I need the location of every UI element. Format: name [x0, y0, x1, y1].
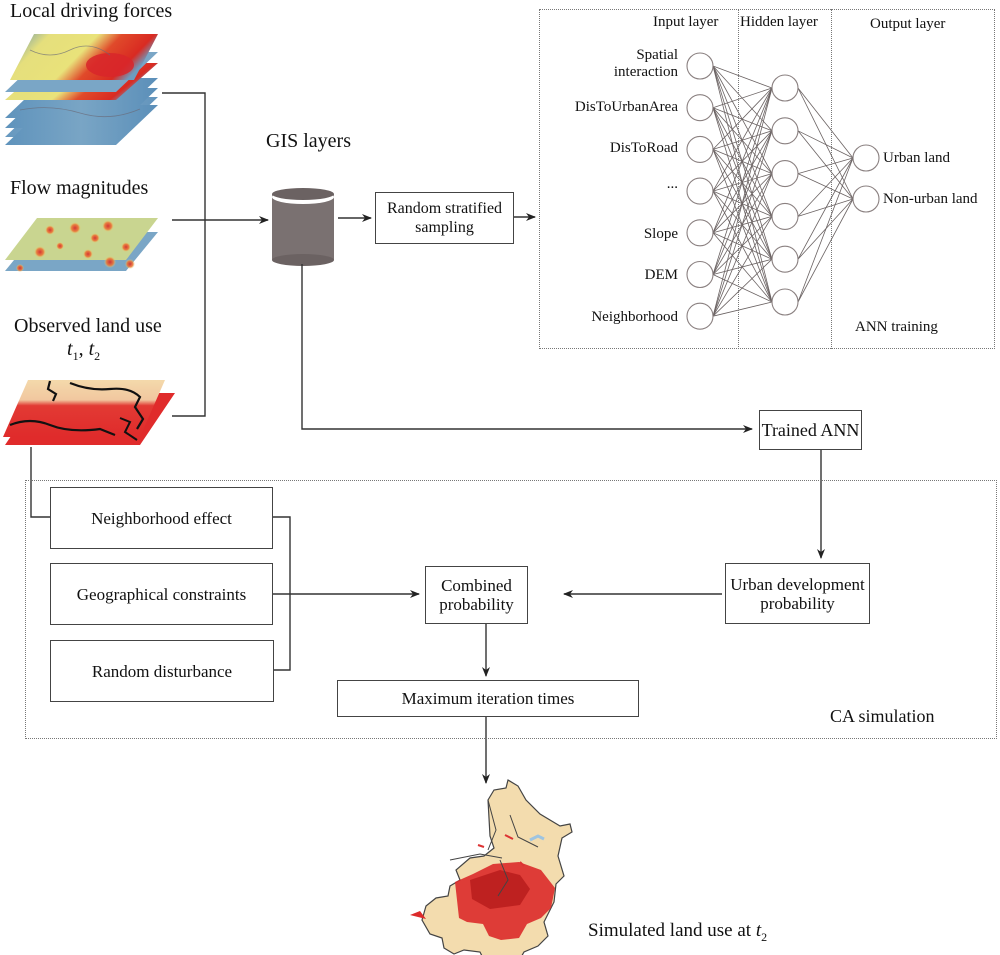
ann-connection [712, 87, 773, 150]
input-layer-label: Input layer [653, 14, 719, 30]
hidden-node [771, 74, 799, 102]
ca-simulation-panel [25, 480, 997, 739]
hidden-node [771, 288, 799, 316]
caption-var: t [755, 920, 762, 941]
ann-connection [797, 198, 854, 303]
urban-development-probability-box: Urban development probability [725, 563, 870, 624]
input-node [686, 260, 714, 289]
ann-connection [712, 65, 773, 89]
combined-probability-box: Combined probability [425, 566, 528, 624]
combined-line-2: probability [439, 595, 514, 614]
ann-training-panel [539, 9, 995, 349]
input-dem: DEM [644, 267, 678, 283]
ann-connection [712, 87, 773, 192]
gis-layers-label: GIS layers [266, 130, 351, 152]
input-slope: Slope [643, 226, 678, 242]
simulated-land-use-map [410, 779, 573, 955]
ann-connection [712, 87, 773, 233]
urban-dev-line-1: Urban development [730, 574, 865, 594]
input-node [686, 135, 714, 163]
t-sub: 1 [72, 349, 79, 363]
random-stratified-sampling-box: Random stratified sampling [375, 192, 514, 244]
output-urban-land: Urban land [883, 150, 951, 166]
input-node [686, 52, 714, 80]
observed-land-use-label: Observed land use [14, 315, 162, 337]
ann-connection [712, 87, 773, 109]
observed-land-use-layers [3, 380, 175, 445]
input-node [686, 177, 714, 205]
t-sub: 2 [94, 349, 101, 363]
trained-ann-box: Trained ANN [759, 410, 862, 450]
geographical-constraints-box: Geographical constraints [50, 563, 273, 625]
hidden-node [771, 202, 799, 230]
ann-connection [712, 149, 773, 217]
input-node [686, 302, 714, 330]
ca-simulation-caption: CA simulation [830, 706, 935, 726]
layer-divider [831, 9, 832, 349]
hidden-node [771, 160, 799, 188]
input-neighborhood: Neighborhood [591, 309, 678, 325]
input-dis-to-urban-area: DisToUrbanArea [574, 99, 678, 115]
t-var: t [67, 338, 73, 360]
local-driving-forces-layers [5, 34, 158, 145]
ann-edges [712, 65, 854, 317]
t-sep: , [78, 338, 89, 360]
connectors [30, 92, 825, 784]
ann-connection [712, 190, 773, 260]
output-non-urban-land: Non-urban land [883, 191, 978, 207]
random-disturbance-box: Random disturbance [50, 640, 274, 702]
hidden-node [771, 117, 799, 145]
ann-connection [797, 87, 854, 200]
ann-connection [712, 149, 773, 260]
ann-connection [797, 157, 854, 174]
ann-connection [797, 130, 854, 159]
ann-connection [797, 130, 854, 200]
observed-times-label: t1, t2 [67, 338, 100, 367]
neighborhood-effect-box: Neighborhood effect [50, 487, 273, 549]
hidden-node [771, 245, 799, 273]
urban-dev-line-2: probability [760, 593, 835, 613]
maximum-iteration-times-box: Maximum iteration times [337, 680, 639, 717]
caption-sub: 2 [761, 929, 768, 944]
gis-database-icon [272, 188, 334, 266]
ann-connection [712, 130, 773, 317]
ann-connection [712, 216, 773, 317]
ann-connection [797, 157, 854, 260]
hidden-layer-label: Hidden layer [740, 14, 818, 30]
ann-connection [797, 87, 854, 159]
input-node [686, 219, 714, 247]
ann-connection [712, 173, 773, 317]
t-var: t [88, 338, 95, 360]
local-driving-forces-label: Local driving forces [10, 0, 173, 22]
input-dis-to-road: DisToRoad [609, 140, 678, 156]
ann-connection [797, 198, 854, 217]
ann-connection [712, 301, 773, 317]
input-ellipsis: ... [666, 176, 678, 192]
output-layer-label: Output layer [870, 16, 946, 32]
output-node [852, 144, 880, 172]
input-node [686, 94, 714, 122]
output-node [852, 185, 880, 213]
input-spatial-interaction: Spatial interaction [613, 47, 678, 80]
ann-connection [797, 157, 854, 217]
ann-connection [797, 157, 854, 303]
ann-training-caption: ANN training [855, 319, 938, 335]
caption-prefix: Simulated land use at [588, 920, 756, 941]
ann-connection [712, 87, 773, 317]
ann-nodes [686, 52, 880, 330]
combined-line-1: Combined [441, 576, 512, 595]
layer-divider [738, 9, 739, 349]
ann-connection [712, 87, 773, 275]
flow-magnitudes-layers [5, 218, 158, 272]
simulated-land-use-caption: Simulated land use at t2 [588, 920, 767, 948]
ann-connection [797, 173, 854, 200]
ann-connection [712, 258, 773, 317]
flow-magnitudes-label: Flow magnitudes [10, 177, 149, 199]
